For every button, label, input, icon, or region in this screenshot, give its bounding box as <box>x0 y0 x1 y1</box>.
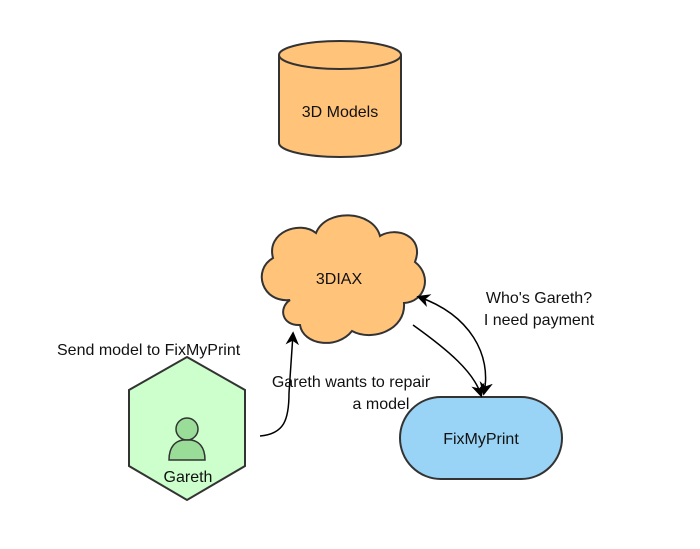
actor-label: Gareth <box>164 469 213 486</box>
cloud-label: 3DIAX <box>316 271 363 288</box>
edge-fixmyprint-to-3diax[interactable] <box>416 294 493 396</box>
actor-gareth[interactable]: Gareth <box>128 355 246 502</box>
edge-label-send-model: Send model to FixMyPrint <box>57 342 241 359</box>
service-fixmyprint[interactable]: FixMyPrint <box>399 396 563 480</box>
edge-gareth-to-3diax[interactable] <box>259 331 300 437</box>
person-icon <box>168 417 206 461</box>
edge-label-repair-line1: Gareth wants to repair <box>272 374 431 391</box>
database-top <box>278 40 402 70</box>
service-label: FixMyPrint <box>443 431 519 448</box>
database-label: 3D Models <box>302 104 378 121</box>
database-body <box>278 55 402 158</box>
cloud-3diax[interactable]: 3DIAX <box>260 214 426 344</box>
database-3d-models[interactable]: 3D Models <box>278 40 402 158</box>
edge-label-repair-line2: a model <box>353 396 410 413</box>
edge-label-payment-line1: Who's Gareth? <box>486 290 592 307</box>
cloud-shape <box>260 214 426 344</box>
edge-label-payment-line2: I need payment <box>484 312 595 329</box>
